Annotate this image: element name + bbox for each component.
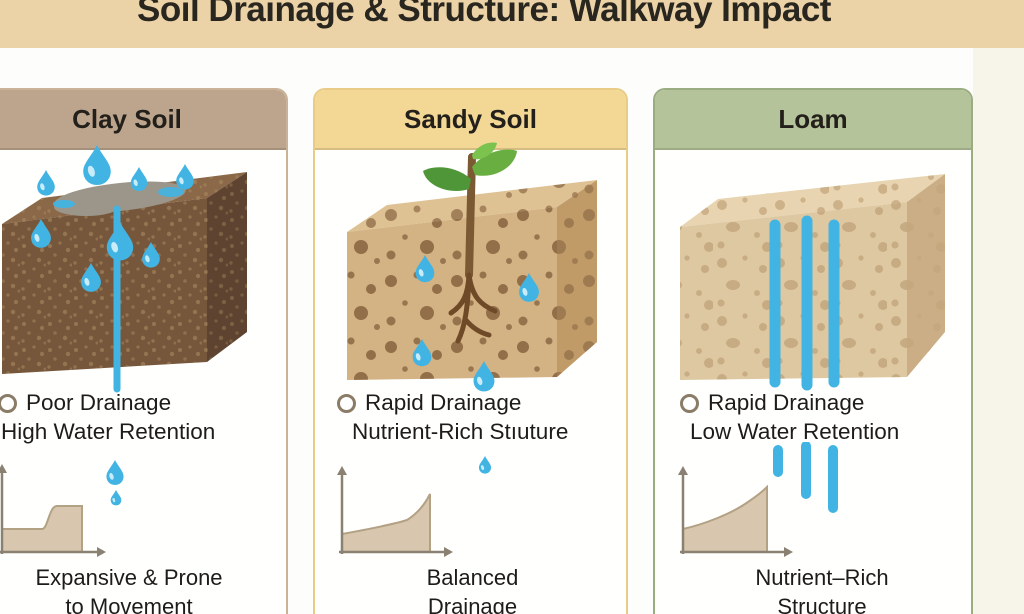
clay-bullet-row: Poor Drainage bbox=[0, 390, 171, 416]
card-sandy-title: Sandy Soil bbox=[404, 103, 537, 134]
water-puddle bbox=[53, 181, 186, 216]
clay-trait-2-row: High Water Retention bbox=[1, 419, 215, 445]
sandy-bullet-row: Rapid Drainage bbox=[337, 390, 521, 416]
loam-fast-drain-streams-icon bbox=[773, 442, 838, 513]
bullet-circle-icon bbox=[680, 393, 699, 413]
clay-caption-line1: Expansive & Prone bbox=[35, 565, 223, 590]
loam-caption: Nutrient–Rich Structure bbox=[669, 563, 975, 614]
sandy-trait-2-row: Nutrient-Rich Stıuture bbox=[352, 419, 568, 445]
clay-soil-block-illustration bbox=[2, 145, 247, 393]
background-strip bbox=[973, 48, 1024, 614]
loam-trait-1: Rapid Drainage bbox=[708, 390, 865, 415]
clay-caption-line2: to Movement bbox=[65, 594, 193, 614]
loam-soil-block-illustration bbox=[680, 174, 945, 391]
sandy-caption-line2: Drainage bbox=[427, 594, 518, 614]
sandy-trait-1: Rapid Drainage bbox=[365, 390, 522, 415]
loam-trait-2-row: Low Water Retention bbox=[690, 419, 899, 445]
card-loam-header: Loam bbox=[655, 90, 971, 150]
seedling-icon bbox=[423, 142, 517, 344]
card-loam-title: Loam bbox=[778, 103, 848, 134]
sandy-trait-2: Nutrient-Rich Stıuture bbox=[352, 419, 569, 444]
sandy-caption-line1: Balanced bbox=[426, 565, 519, 590]
clay-caption: Expansive & Prone to Movement bbox=[2, 563, 256, 614]
card-loam: Loam bbox=[653, 88, 973, 614]
loam-caption-line1: Nutrient–Rich bbox=[755, 565, 889, 590]
loam-bullet-row: Rapid Drainage bbox=[680, 390, 864, 416]
card-clay-soil: Clay Soil bbox=[0, 88, 288, 614]
bullet-circle-icon bbox=[0, 393, 17, 413]
sandy-soil-block-illustration bbox=[347, 142, 597, 392]
sandy-caption: Balanced Drainage bbox=[315, 563, 630, 614]
bullet-circle-icon bbox=[337, 393, 356, 413]
card-sandy-header: Sandy Soil bbox=[315, 90, 626, 150]
clay-trait-1: Poor Drainage bbox=[26, 390, 172, 415]
title-band: Soil Drainage & Structure: Walkway Impac… bbox=[0, 0, 1024, 48]
loam-caption-line2: Structure bbox=[777, 594, 867, 614]
loam-trait-2: Low Water Retention bbox=[690, 419, 900, 444]
card-clay-header: Clay Soil bbox=[0, 90, 286, 150]
sandy-drainage-chart bbox=[337, 466, 453, 557]
clay-trait-2: High Water Retention bbox=[1, 419, 216, 444]
card-clay-title: Clay Soil bbox=[72, 103, 182, 134]
card-sandy-soil: Sandy Soil bbox=[313, 88, 628, 614]
clay-drainage-chart bbox=[0, 464, 106, 557]
page-title: Soil Drainage & Structure: Walkway Impac… bbox=[137, 0, 831, 29]
drainage-streams-icon bbox=[769, 215, 840, 391]
loam-drainage-chart bbox=[678, 466, 793, 557]
